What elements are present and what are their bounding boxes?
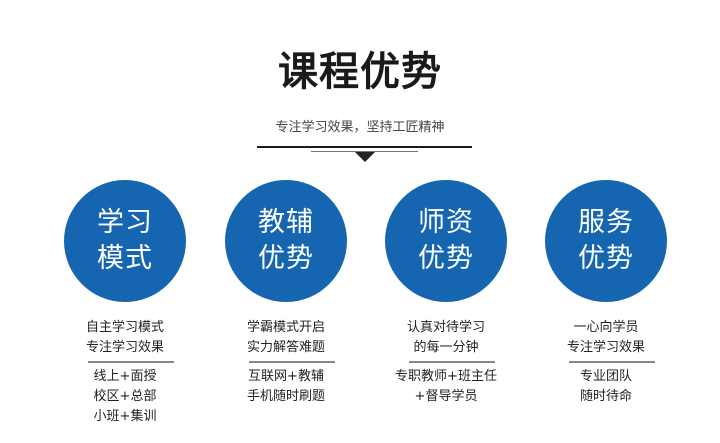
feature-line: 专业团队 [579,369,632,384]
desc-line: 学霸模式开启 [246,320,325,335]
circle-label-line2: 模式 [97,243,153,274]
card-features: 线上+面授 校区+总部 小班+集训 [45,367,205,427]
card-description: 学霸模式开启 实力解答难题 [206,318,366,358]
circle-label-line1: 学习 [97,207,153,238]
feature-line: 校区+总部 [93,389,157,404]
feature-line: 线上+面授 [93,369,157,384]
desc-line: 一心向学员 [573,320,639,335]
circle-label-line1: 师资 [418,207,474,238]
card-circle: 师资 优势 [385,180,507,302]
desc-line: 的每一分钟 [413,340,479,355]
card-description: 一心向学员 专注学习效果 [526,318,686,358]
card-divider [569,361,655,363]
desc-line: 专注学习效果 [85,340,164,355]
card-features: 专职教师+班主任 +督导学员 [366,367,526,407]
card-circle: 服务 优势 [545,180,667,302]
feature-line: 手机随时刷题 [246,389,325,404]
triangle-down-icon [355,152,375,162]
feature-line: 互联网+教辅 [248,369,324,384]
feature-line: 小班+集训 [93,409,157,424]
circle-label-line1: 服务 [578,207,634,238]
card-circle: 教辅 优势 [225,180,347,302]
feature-line: +督导学员 [414,389,478,404]
card-divider [249,361,335,363]
title-divider-thin [311,151,418,152]
card-divider [88,361,174,363]
card-description: 自主学习模式 专注学习效果 [45,318,205,358]
desc-line: 认真对待学习 [406,320,485,335]
desc-line: 实力解答难题 [246,340,325,355]
card-description: 认真对待学习 的每一分钟 [366,318,526,358]
desc-line: 专注学习效果 [566,340,645,355]
card-circle: 学习 模式 [64,180,186,302]
page-subtitle: 专注学习效果，坚持工匠精神 [275,120,445,135]
page-title: 课程优势 [278,49,442,95]
card-features: 专业团队 随时待命 [526,367,686,407]
title-divider-thick [257,146,472,148]
feature-line: 随时待命 [579,389,632,404]
circle-label-line1: 教辅 [258,207,314,238]
circle-label-line2: 优势 [578,243,634,274]
desc-line: 自主学习模式 [85,320,164,335]
circle-label-line2: 优势 [258,243,314,274]
circle-label-line2: 优势 [418,243,474,274]
feature-line: 专职教师+班主任 [395,369,497,384]
card-features: 互联网+教辅 手机随时刷题 [206,367,366,407]
card-divider [409,361,495,363]
